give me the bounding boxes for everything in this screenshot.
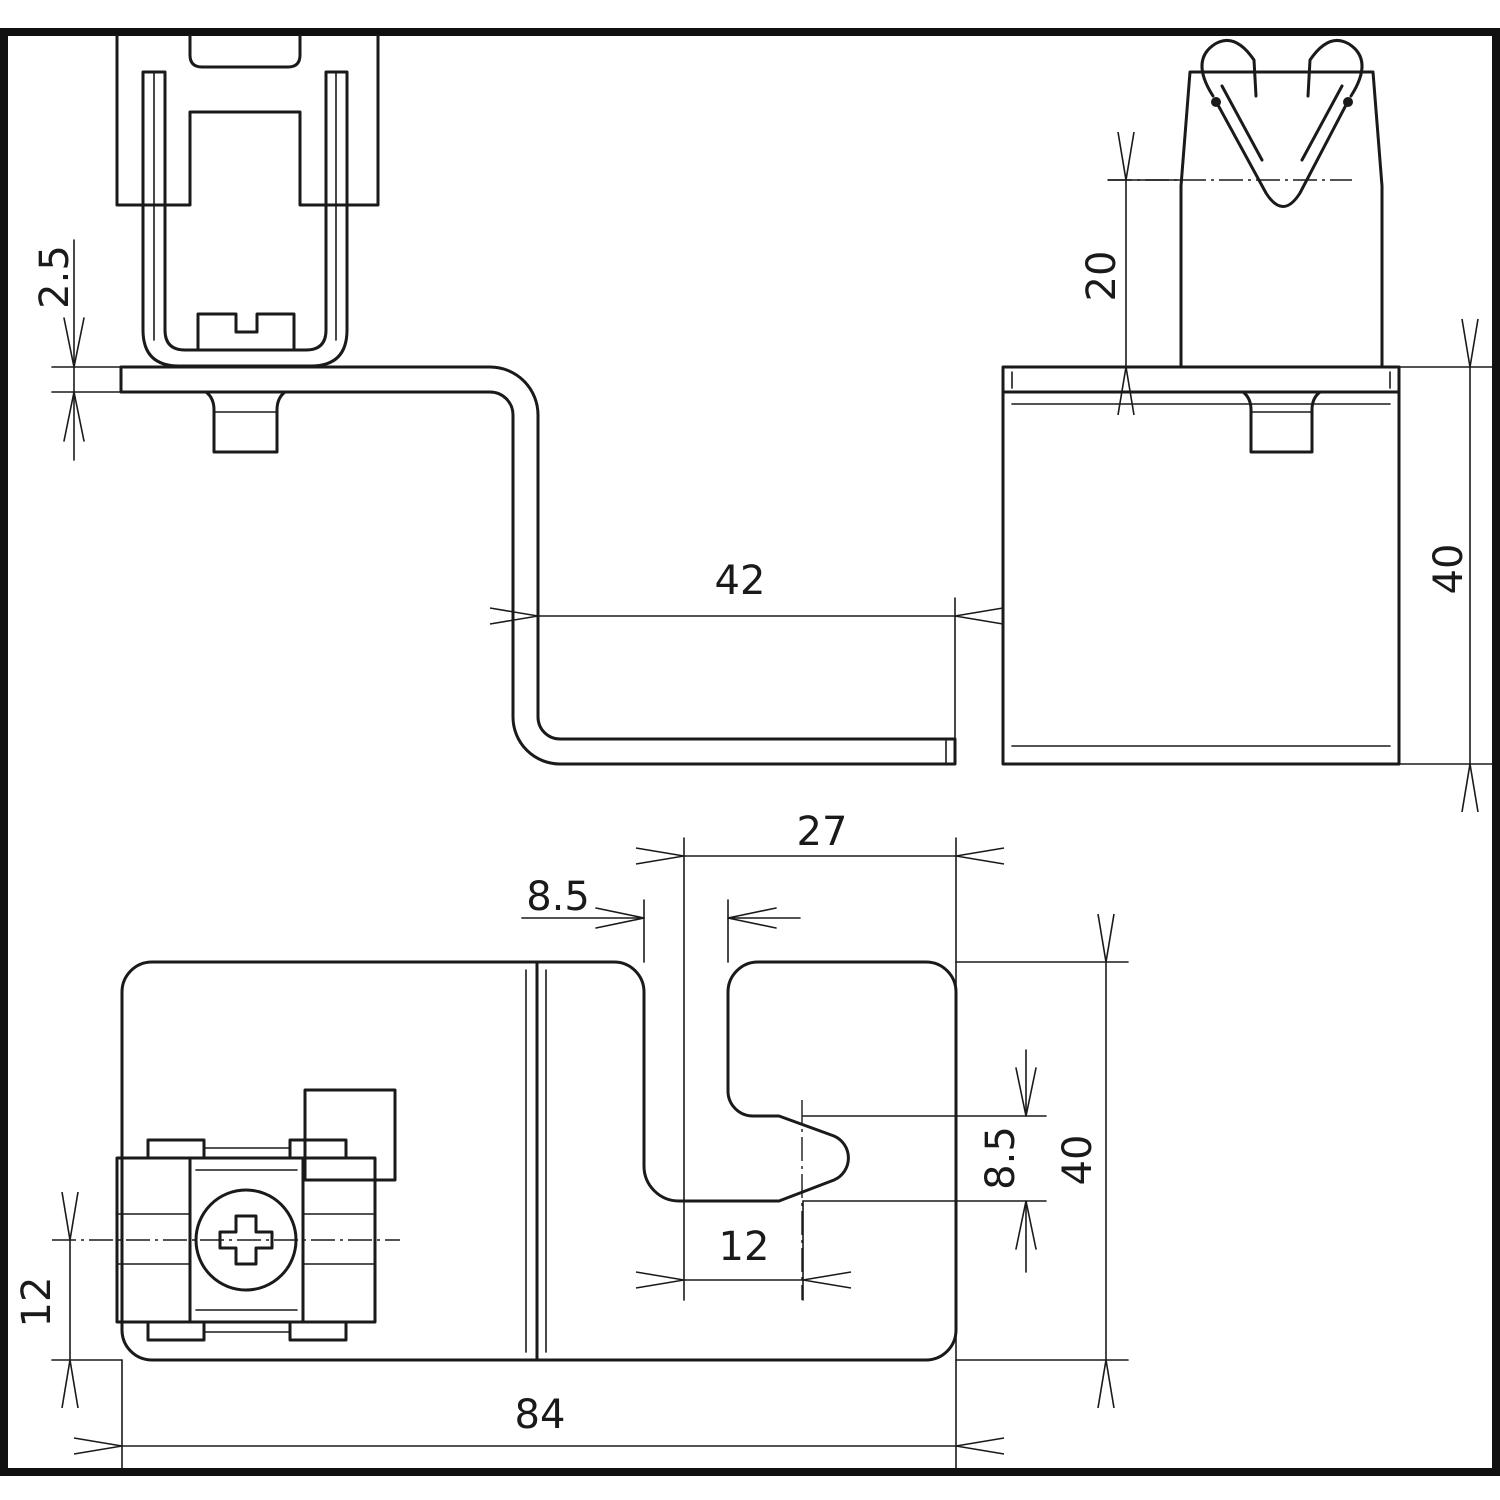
dim-front-height: 40 (1398, 367, 1493, 764)
front-base-plate (1001, 365, 1401, 394)
dim-label-screw-offset: 12 (14, 1277, 60, 1328)
dim-label-arm-length: 42 (715, 558, 766, 604)
dim-label-slot-offset: 27 (797, 809, 848, 855)
dim-top-slot-width: 8.5 (521, 874, 801, 963)
dim-label-slot-width: 8.5 (526, 874, 590, 920)
front-screw (1241, 390, 1322, 454)
top-plate-outline (120, 960, 958, 1362)
dim-side-arm-length: 42 (538, 558, 955, 740)
dim-top-slot-offset: 27 (684, 809, 956, 1469)
front-view: 20 40 (1001, 39, 1493, 766)
side-view: 2.5 42 (32, 34, 957, 766)
dim-label-top-height: 40 (1055, 1135, 1101, 1186)
dim-label-clamp-height: 20 (1079, 251, 1125, 302)
dim-top-notch-height: 8.5 (802, 1049, 1047, 1273)
top-view: 27 8.5 8.5 40 (14, 809, 1129, 1469)
dim-top-screw-offset: 12 (14, 1240, 123, 1360)
dim-side-thickness: 2.5 (32, 239, 122, 461)
dim-top-total-length: 84 (122, 1359, 956, 1469)
dim-label-notch-depth: 12 (719, 1224, 770, 1270)
side-screw (204, 390, 287, 454)
dim-top-height: 40 (955, 962, 1129, 1360)
front-bracket-body (1001, 390, 1401, 766)
dim-label-front-height: 40 (1426, 544, 1472, 595)
dim-label-notch-height: 8.5 (978, 1126, 1024, 1190)
front-v-spring (1216, 103, 1348, 208)
top-clamp (115, 1088, 397, 1342)
front-clamp-tower (1179, 70, 1384, 368)
dim-label-thickness: 2.5 (32, 245, 78, 309)
dim-label-total-length: 84 (515, 1392, 566, 1438)
side-clamp-body (115, 34, 380, 368)
dim-top-notch-depth: 12 (684, 1200, 803, 1301)
drawing-frame (0, 28, 1500, 1476)
side-z-bracket (119, 365, 957, 766)
dim-front-clamp-height: 20 (1079, 180, 1181, 367)
